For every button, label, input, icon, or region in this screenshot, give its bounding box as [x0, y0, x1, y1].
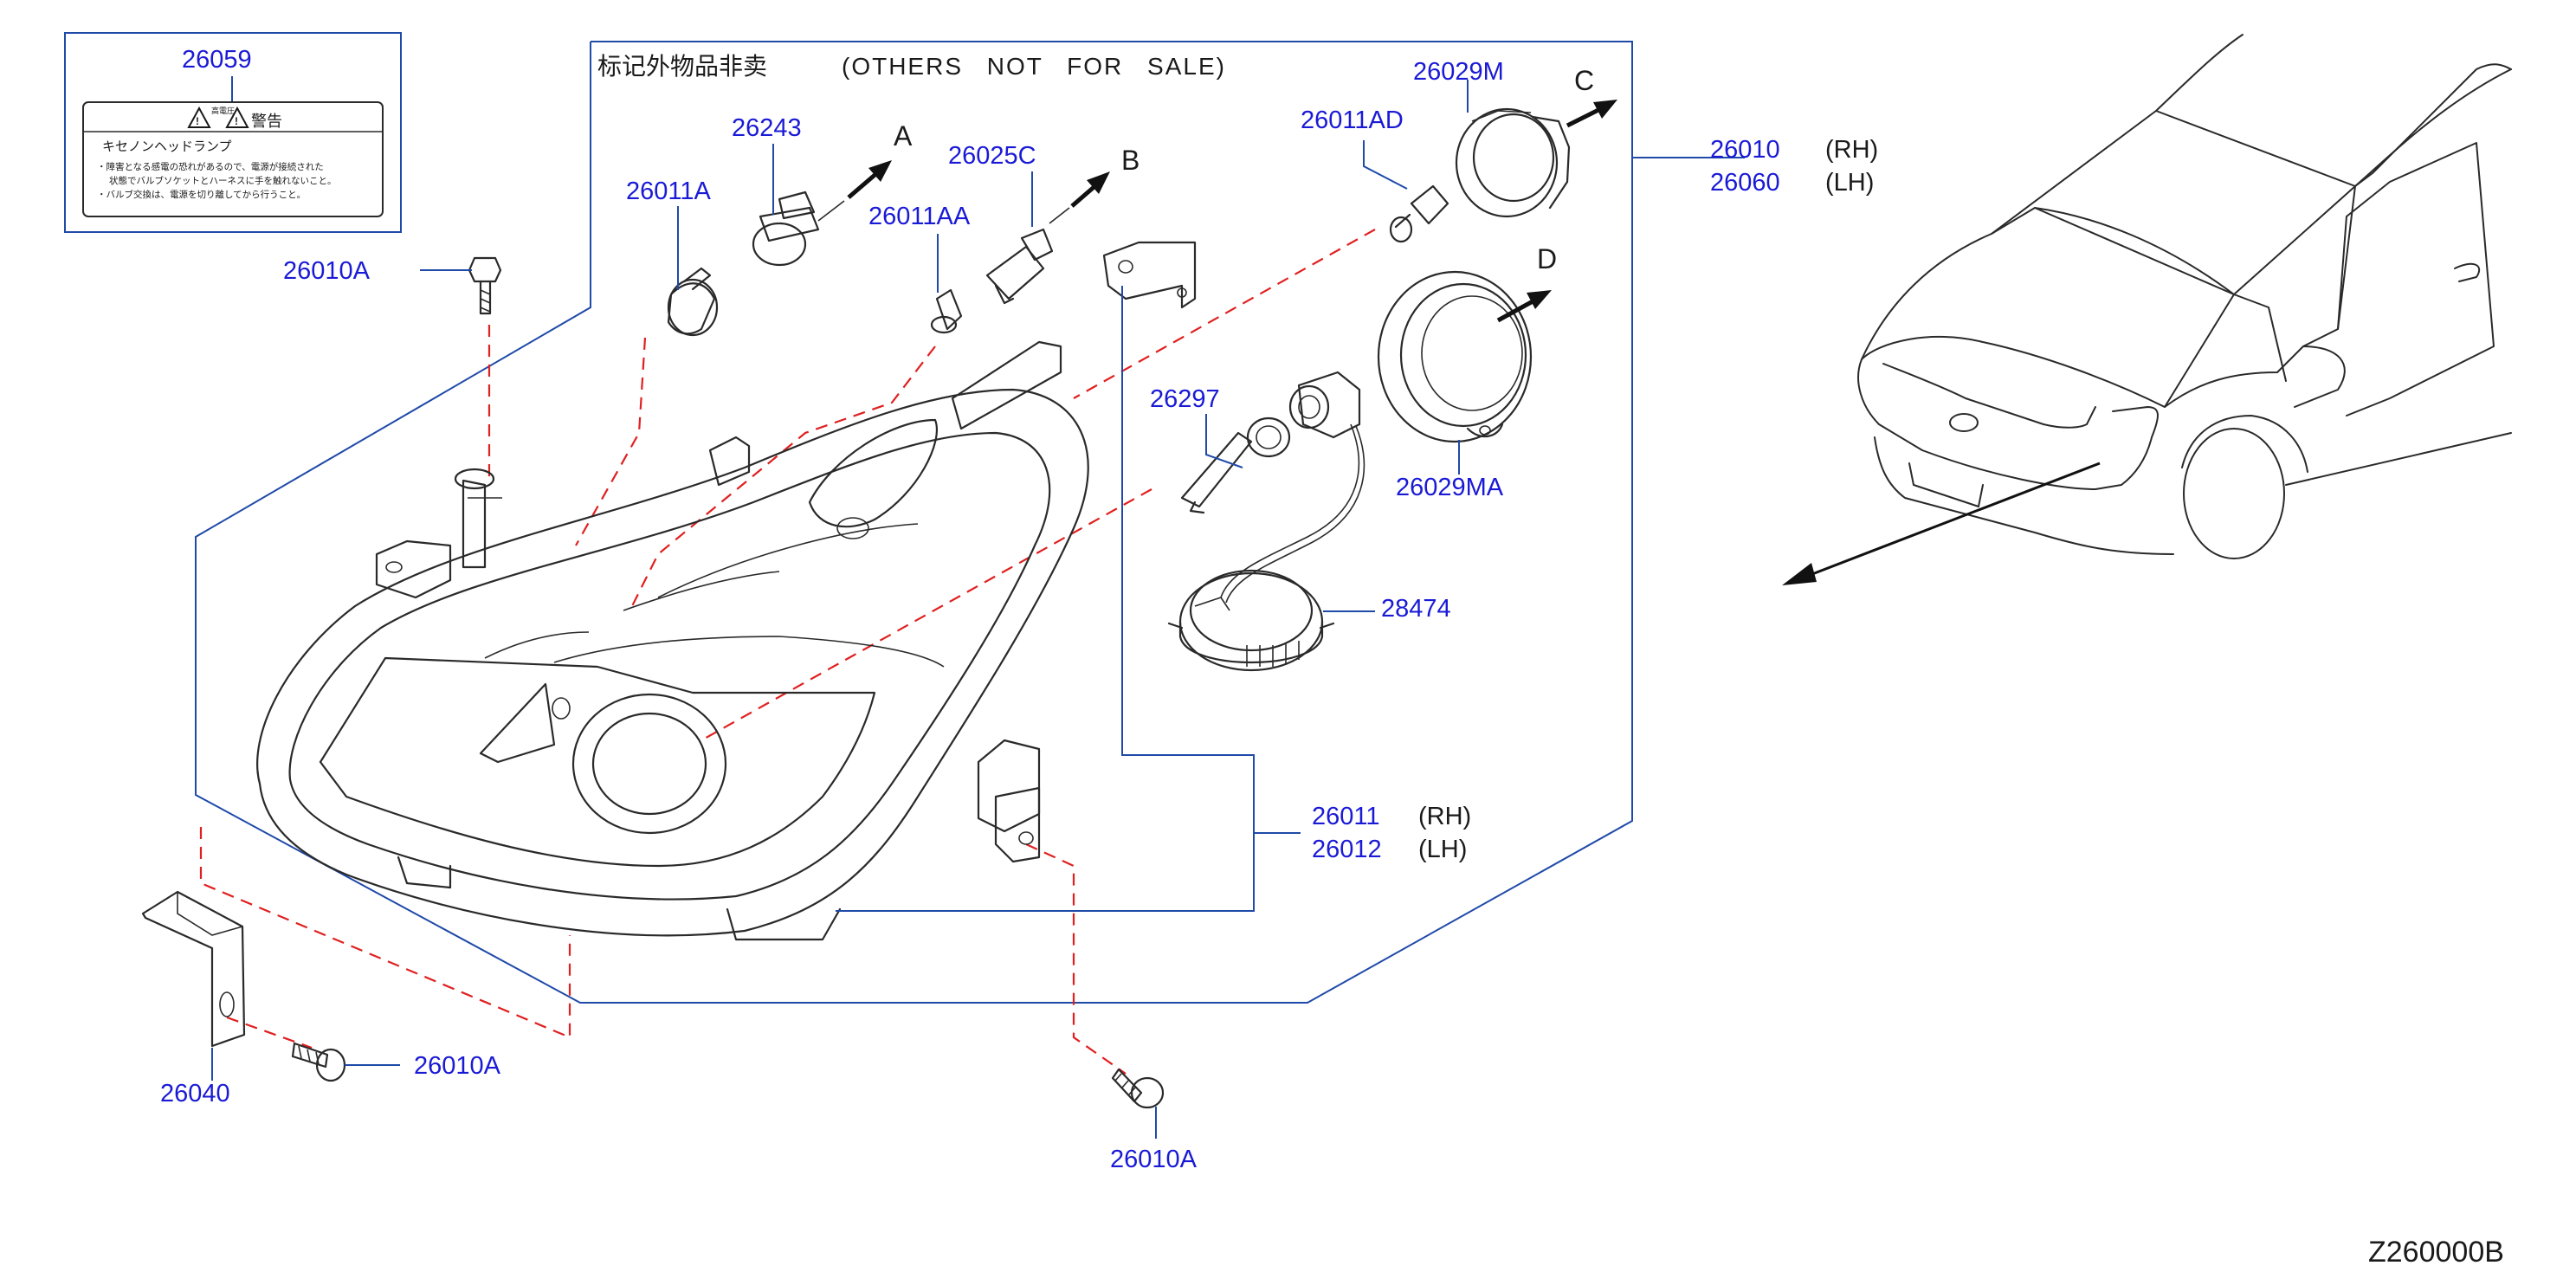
label-line-1: キセノンヘッドランプ: [102, 139, 232, 154]
side-lh-label: (LH): [1825, 169, 1874, 197]
part-number-26059[interactable]: 26059: [182, 46, 252, 74]
bolt-26010a-left: [291, 1042, 346, 1082]
side-lh-label-2: (LH): [1418, 836, 1467, 863]
label-line-4: ・バルブ交換は、電源を切り離してから行うこと。: [97, 189, 306, 200]
part-number-26011[interactable]: 26011: [1312, 803, 1380, 830]
part-number-26010a-bottom[interactable]: 26010A: [1110, 1146, 1198, 1173]
label-line-2: ・障害となる感電の恐れがあるので、電源が接続された: [97, 161, 324, 172]
bracket-clip: [1102, 241, 1197, 309]
arrow-b: [1049, 171, 1110, 224]
alignment-lines: [199, 229, 1376, 1075]
bolt-26010a-top: [468, 256, 502, 315]
arrow-label-a: A: [894, 120, 913, 152]
arrow-c: [1566, 100, 1617, 128]
location-pointer-arrow: [1782, 462, 2101, 585]
part-number-26012[interactable]: 26012: [1312, 836, 1382, 863]
warning-title: 警告: [251, 113, 282, 130]
part-number-26010[interactable]: 26010: [1710, 136, 1780, 164]
bulb-26011ad: [1389, 184, 1449, 243]
headlamp-housing: [256, 340, 1089, 941]
diagram-code: Z260000B: [2368, 1236, 2504, 1269]
side-rh-label: (RH): [1825, 136, 1878, 164]
svg-text:!: !: [196, 115, 199, 127]
socket-26243: [752, 190, 820, 267]
part-number-26011aa[interactable]: 26011AA: [868, 203, 971, 230]
cap-26029m: [1455, 107, 1571, 218]
part-number-26025c[interactable]: 26025C: [948, 142, 1036, 170]
ballast-28474: [1167, 569, 1335, 672]
part-number-26060[interactable]: 26060: [1710, 169, 1780, 197]
part-number-26010a-top[interactable]: 26010A: [283, 257, 371, 285]
part-number-26029m[interactable]: 26029M: [1413, 58, 1504, 86]
label-line-3: 状態でバルブソケットとハーネスに手を触れないこと。: [109, 175, 337, 186]
arrow-a: [817, 160, 892, 222]
warning-subtitle: 高電圧: [211, 106, 235, 115]
bolt-26010a-bottom: [1111, 1068, 1165, 1109]
part-number-26040[interactable]: 26040: [160, 1080, 230, 1107]
arrow-label-d: D: [1537, 243, 1557, 274]
note-others-not-for-sale: (OTHERS NOT FOR SALE): [842, 53, 1226, 80]
note-chinese: 标记外物品非卖: [597, 53, 767, 80]
igniter-socket: [1220, 371, 1365, 604]
part-number-26010a-left[interactable]: 26010A: [414, 1052, 501, 1080]
bulb-26011aa: [930, 288, 963, 334]
warning-triangle-icon: !: [187, 106, 211, 128]
side-rh-label-2: (RH): [1418, 803, 1471, 830]
bulb-26011a: [667, 267, 719, 337]
part-number-26297[interactable]: 26297: [1150, 385, 1220, 413]
warning-triangle-icon: !: [225, 106, 249, 128]
part-number-28474[interactable]: 28474: [1381, 595, 1451, 623]
arrow-label-c: C: [1574, 65, 1594, 96]
part-number-26243[interactable]: 26243: [732, 114, 802, 142]
leader-lines: [211, 80, 1745, 1139]
svg-text:!: !: [235, 115, 238, 127]
warning-label-panel: 26059 ! ! 高電圧 警告 キセノンヘッドランプ ・障害となる感電の恐れが…: [64, 32, 402, 233]
cap-26029ma: [1377, 270, 1533, 443]
bracket-26040: [141, 890, 246, 1048]
vehicle-location-illustration: [1857, 34, 2512, 559]
part-number-26011ad[interactable]: 26011AD: [1301, 107, 1404, 134]
part-number-26029ma[interactable]: 26029MA: [1396, 474, 1504, 501]
arrow-d: [1496, 290, 1552, 323]
socket-26025c: [985, 228, 1054, 305]
arrow-label-b: B: [1121, 145, 1140, 176]
part-number-26011a[interactable]: 26011A: [626, 178, 711, 205]
xenon-bulb-26297: [1180, 416, 1291, 514]
assembly-boundary: [195, 41, 1633, 1004]
